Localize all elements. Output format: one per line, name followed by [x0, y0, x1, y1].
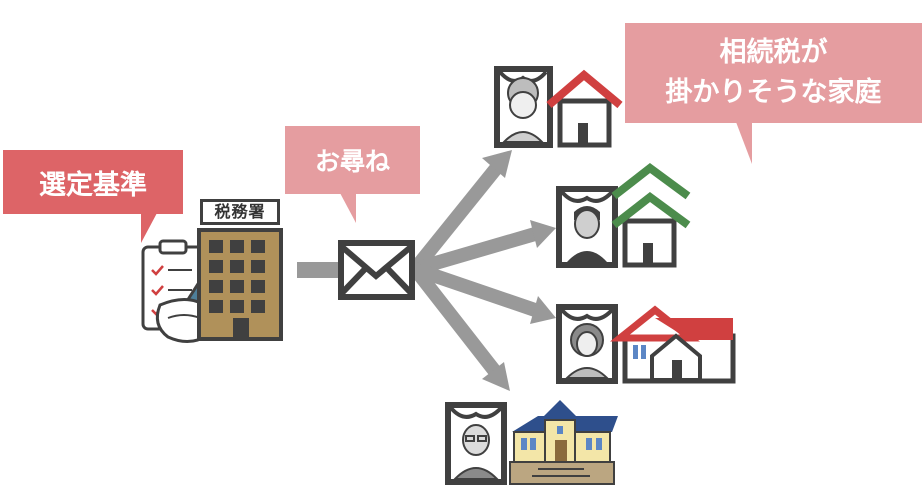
bubble-tail — [733, 122, 752, 164]
tax-office-building-icon — [197, 228, 283, 341]
target-households-bubble: 相続税が 掛かりそうな家庭 — [625, 23, 922, 164]
elderly-woman-portrait-icon — [494, 66, 553, 148]
target-households-label-line1: 相続税が — [719, 37, 828, 68]
bubble-tail — [337, 193, 356, 223]
arrow-to-household-2 — [413, 220, 556, 276]
man-portrait-icon — [556, 186, 618, 268]
arrow-to-household-3 — [412, 262, 556, 324]
woman-portrait-icon — [556, 304, 618, 384]
selection-criteria-bubble: 選定基準 — [3, 150, 183, 243]
connector-bar — [297, 262, 342, 278]
arrow-to-household-4 — [409, 264, 510, 391]
envelope-icon — [338, 240, 415, 300]
red-roof-house-icon — [546, 69, 623, 148]
inquiry-bubble: お尋ね — [285, 126, 420, 223]
mansion-icon — [509, 400, 618, 485]
selection-criteria-label: 選定基準 — [39, 169, 147, 201]
arrow-to-household-1 — [409, 150, 512, 274]
bubble-tail — [141, 213, 160, 243]
white-house-icon — [610, 305, 736, 384]
elderly-man-portrait-icon — [445, 402, 507, 485]
green-roof-house-icon — [611, 162, 691, 268]
inquiry-label: お尋ね — [314, 147, 390, 176]
tax-office-sign: 税務署 — [200, 199, 280, 225]
target-households-label-line2: 掛かりそうな家庭 — [665, 77, 882, 108]
